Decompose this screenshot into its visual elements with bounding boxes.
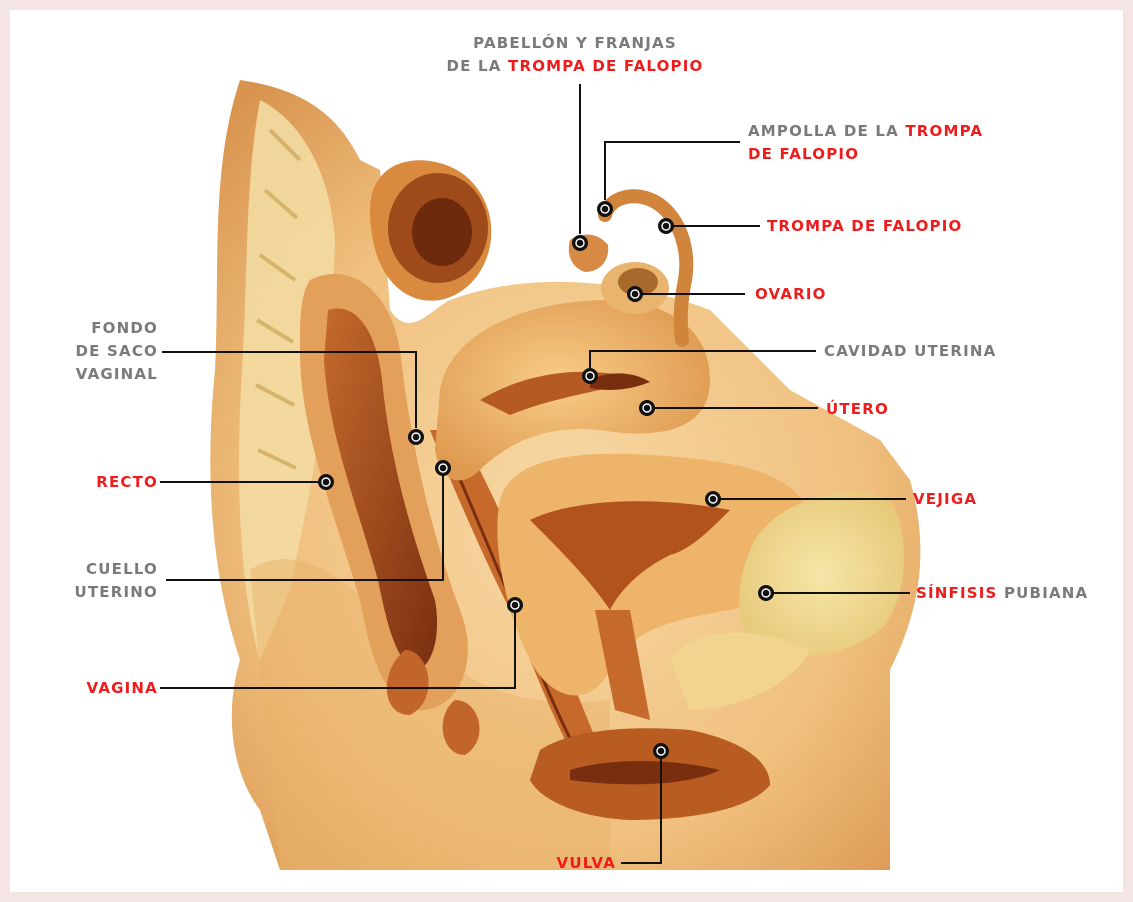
label-ampolla: AMPOLLA DE LA TROMPA DE FALOPIO xyxy=(748,120,983,166)
dot-vulva xyxy=(653,743,669,759)
label-fondo: FONDO DE SACO VAGINAL xyxy=(50,317,158,386)
dot-pabellon xyxy=(572,235,588,251)
dot-ovario xyxy=(627,286,643,302)
label-sinfisis-a: SÍNFISIS xyxy=(916,584,998,602)
label-recto: RECTO xyxy=(50,471,158,494)
label-ovario: OVARIO xyxy=(755,283,827,306)
label-cuello-line1: CUELLO xyxy=(50,558,158,581)
dot-vagina xyxy=(507,597,523,613)
label-pabellon-line2a: DE LA xyxy=(447,57,509,75)
colon xyxy=(370,160,491,300)
label-ampolla-line2: DE FALOPIO xyxy=(748,143,983,166)
dot-cuello xyxy=(435,460,451,476)
label-pabellon-line2b: TROMPA DE FALOPIO xyxy=(508,57,703,75)
label-ampolla-line1a: AMPOLLA DE LA xyxy=(748,122,905,140)
label-cuello: CUELLO UTERINO xyxy=(50,558,158,604)
dot-trompa xyxy=(658,218,674,234)
label-sinfisis: SÍNFISIS PUBIANA xyxy=(916,582,1088,605)
label-pabellon-line1: PABELLÓN Y FRANJAS xyxy=(425,32,725,55)
dot-recto xyxy=(318,474,334,490)
label-pabellon: PABELLÓN Y FRANJAS DE LA TROMPA DE FALOP… xyxy=(425,32,725,78)
label-fondo-line3: VAGINAL xyxy=(50,363,158,386)
label-cuello-line2: UTERINO xyxy=(50,581,158,604)
label-vulva: VULVA xyxy=(510,852,616,875)
label-cavidad: CAVIDAD UTERINA xyxy=(824,340,996,363)
dot-utero xyxy=(639,400,655,416)
dot-ampolla xyxy=(597,201,613,217)
label-fondo-line1: FONDO xyxy=(50,317,158,340)
label-ampolla-line1b: TROMPA xyxy=(905,122,983,140)
label-fondo-line2: DE SACO xyxy=(50,340,158,363)
dot-vejiga xyxy=(705,491,721,507)
label-utero: ÚTERO xyxy=(826,398,889,421)
diagram-panel: PABELLÓN Y FRANJAS DE LA TROMPA DE FALOP… xyxy=(10,10,1123,892)
label-vejiga: VEJIGA xyxy=(913,488,977,511)
label-vagina: VAGINA xyxy=(50,677,158,700)
label-trompa: TROMPA DE FALOPIO xyxy=(767,215,962,238)
label-sinfisis-b: PUBIANA xyxy=(998,584,1089,602)
dot-fondo xyxy=(408,429,424,445)
dot-cavidad xyxy=(582,368,598,384)
dot-sinfisis xyxy=(758,585,774,601)
